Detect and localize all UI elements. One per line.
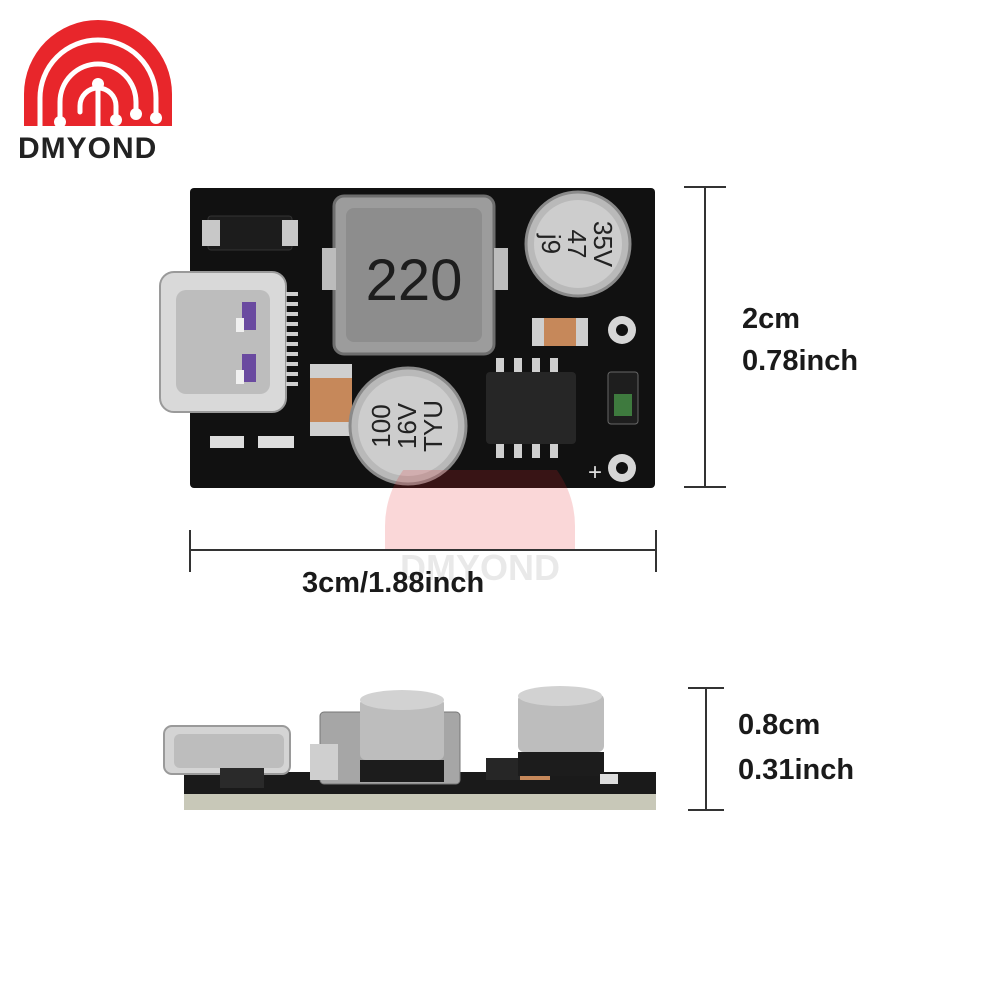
svg-text:47: 47: [562, 230, 592, 259]
height-cm-label: 2cm: [742, 303, 801, 335]
inductor-marking: 220: [366, 248, 463, 313]
diode: [207, 215, 293, 251]
svg-text:100: 100: [366, 404, 396, 447]
plus-mark: +: [588, 459, 602, 486]
thickness-dimension-line: [688, 687, 724, 811]
thickness-inch-label: 0.31inch: [738, 754, 855, 786]
pcb-top-view: 220 35V 47 j9 + 100 16V TYU: [159, 188, 655, 488]
width-label: 3cm/1.88inch: [302, 567, 485, 599]
svg-text:j9: j9: [536, 233, 566, 254]
thickness-cm-label: 0.8cm: [738, 709, 821, 741]
watermark-text: DMYOND: [400, 547, 560, 588]
brand-name: DMYOND: [18, 132, 158, 165]
ic-chip: [486, 372, 576, 444]
width-dimension-line: [189, 530, 657, 572]
svg-text:16V: 16V: [392, 402, 422, 449]
svg-text:35V: 35V: [588, 221, 618, 268]
height-inch-label: 0.78inch: [742, 345, 859, 377]
brand-logo-icon: [24, 20, 172, 129]
pcb-side-view: [163, 686, 656, 810]
svg-text:TYU: TYU: [418, 400, 448, 452]
watermark-logo-icon: DMYOND: [385, 470, 575, 588]
height-dimension-line: [684, 186, 726, 488]
